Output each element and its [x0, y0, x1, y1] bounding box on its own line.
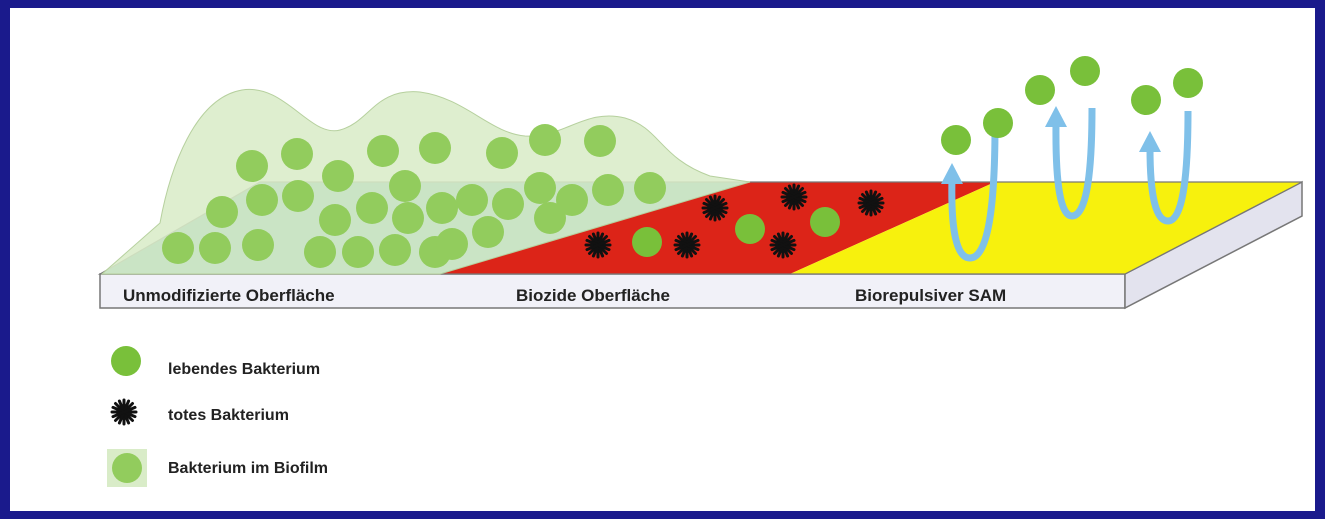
dead-bacterium: [586, 233, 610, 257]
dead-bacterium: [771, 233, 795, 257]
biofilm-bacterium: [389, 170, 421, 202]
arrow-head: [941, 163, 963, 184]
live-bacterium: [941, 125, 971, 155]
biofilm-bacterium: [592, 174, 624, 206]
biofilm-bacterium: [242, 229, 274, 261]
label-unmodified-surface: Unmodifizierte Oberfläche: [123, 286, 335, 305]
biofilm-bacterium: [472, 216, 504, 248]
biofilm-bacterium: [486, 137, 518, 169]
legend-item-dead: totes Bakterium: [112, 400, 289, 424]
biofilm-bacterium: [456, 184, 488, 216]
biofilm-bacterium: [436, 228, 468, 260]
legend-label-biofilm: Bakterium im Biofilm: [168, 460, 328, 477]
biofilm-bacterium: [492, 188, 524, 220]
dead-bacterium: [703, 196, 727, 220]
biofilm-bacterium: [426, 192, 458, 224]
biofilm-surface-diagram: Unmodifizierte Oberfläche Biozide Oberfl…: [10, 8, 1315, 511]
live-bacterium: [983, 108, 1013, 138]
legend-label-live: lebendes Bakterium: [168, 361, 320, 378]
live-bacterium: [1173, 68, 1203, 98]
biofilm-bacterium: [584, 125, 616, 157]
live-bacterium: [632, 227, 662, 257]
biofilm-bacterium: [199, 232, 231, 264]
biofilm-bacterium: [419, 132, 451, 164]
biofilm-bacterium: [236, 150, 268, 182]
legend: lebendes Bakterium totes Bakterium Bakte…: [107, 346, 328, 487]
biofilm-bacterium: [529, 124, 561, 156]
arrow-head: [1139, 131, 1161, 152]
biofilm-bacterium: [319, 204, 351, 236]
legend-item-biofilm: Bakterium im Biofilm: [107, 449, 328, 487]
live-bacterium: [735, 214, 765, 244]
biofilm-bacterium: [246, 184, 278, 216]
biofilm-bacterium: [322, 160, 354, 192]
biofilm-bacterium: [367, 135, 399, 167]
biofilm-bacterium: [162, 232, 194, 264]
biofilm-bacterium: [634, 172, 666, 204]
biofilm-bacterium: [392, 202, 424, 234]
biofilm-bacterium: [206, 196, 238, 228]
biofilm-bacterium: [534, 202, 566, 234]
label-sam-surface: Biorepulsiver SAM: [855, 286, 1006, 305]
live-bacterium: [1131, 85, 1161, 115]
live-bacterium: [810, 207, 840, 237]
dead-bacterium: [782, 185, 806, 209]
label-biocide-surface: Biozide Oberfläche: [516, 286, 670, 305]
arrow-head: [1045, 106, 1067, 127]
biofilm-bacterium: [342, 236, 374, 268]
live-bacterium: [1070, 56, 1100, 86]
biofilm-bacterium: [524, 172, 556, 204]
biofilm-bacterium: [304, 236, 336, 268]
biofilm-bacterium: [282, 180, 314, 212]
live-bacterium-icon: [111, 346, 141, 376]
biofilm-bacterium: [379, 234, 411, 266]
dead-bacterium: [859, 191, 883, 215]
legend-item-live: lebendes Bakterium: [111, 346, 320, 378]
diagram-stage: Unmodifizierte Oberfläche Biozide Oberfl…: [10, 8, 1315, 511]
legend-label-dead: totes Bakterium: [168, 407, 289, 424]
biofilm-bacterium-icon: [112, 453, 142, 483]
dead-bacterium-icon: [112, 400, 136, 424]
biofilm-bacterium: [281, 138, 313, 170]
dead-bacterium: [675, 233, 699, 257]
biofilm-bacterium: [356, 192, 388, 224]
live-bacterium: [1025, 75, 1055, 105]
